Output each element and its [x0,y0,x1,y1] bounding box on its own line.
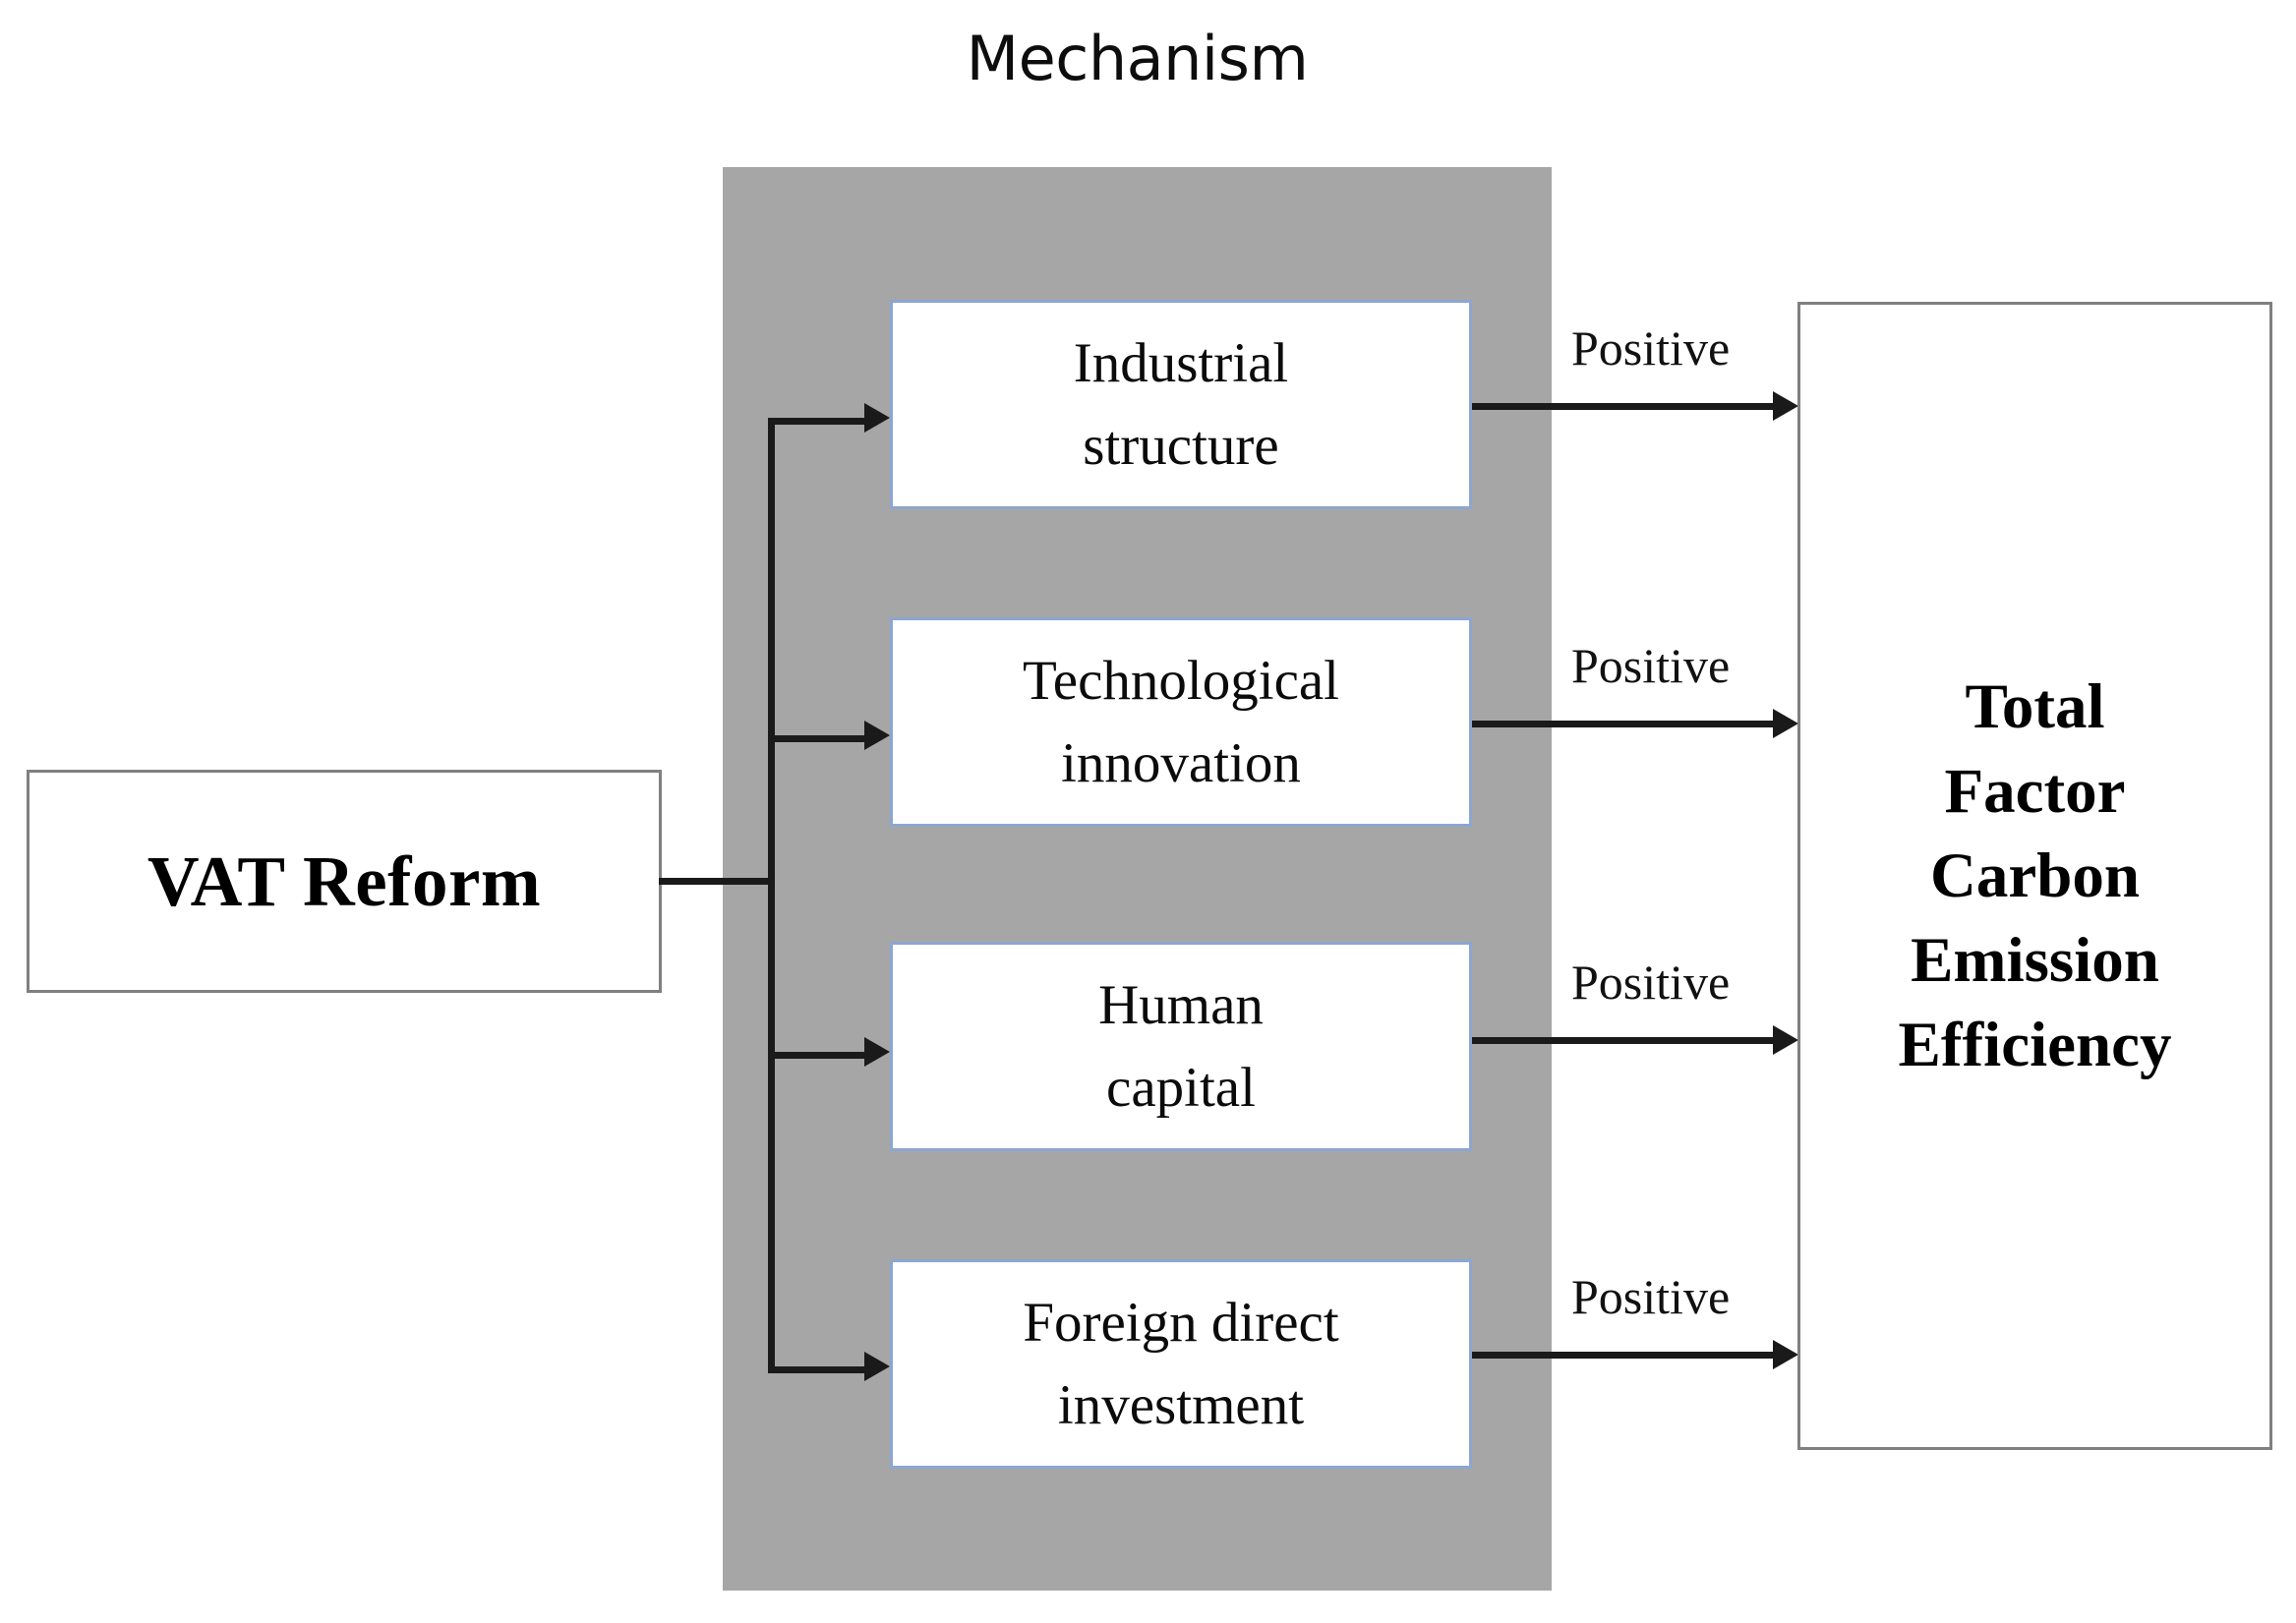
arrowhead-icon-human-capital [864,1037,890,1067]
connector-branch-industrial-structure [768,418,866,425]
node-industrial-structure-line1: Industrial [1073,331,1289,394]
connector-branch-human-capital [768,1052,866,1059]
node-outcome-line2: Factor [1944,756,2126,827]
arrowhead-icon-foreign-direct-investment [864,1352,890,1381]
arrowhead-icon-outcome-2 [1773,709,1798,738]
connector-branch-technological-innovation [768,735,866,742]
node-total-factor-carbon-emission-efficiency: Total Factor Carbon Emission Efficiency [1797,302,2272,1450]
arrowhead-icon-outcome-3 [1773,1025,1798,1055]
node-human-capital-line1: Human [1098,973,1264,1036]
connector-branch-foreign-direct-investment [768,1366,866,1373]
node-industrial-structure: Industrial structure [890,300,1472,509]
node-technological-innovation-line2: innovation [1061,731,1301,794]
node-human-capital-line2: capital [1106,1056,1256,1119]
connector-technological-innovation-to-outcome [1472,721,1779,727]
node-industrial-structure-line2: structure [1083,414,1279,477]
node-foreign-direct-investment-line1: Foreign direct [1023,1291,1339,1354]
connector-human-capital-to-outcome [1472,1037,1779,1044]
arrowhead-icon-outcome-1 [1773,391,1798,421]
edge-label-technological-innovation: Positive [1571,638,1731,693]
edge-label-industrial-structure: Positive [1571,320,1731,376]
node-outcome-line5: Efficiency [1898,1010,2172,1080]
node-technological-innovation: Technological innovation [890,617,1472,827]
arrowhead-icon-technological-innovation [864,721,890,750]
node-foreign-direct-investment-line2: investment [1057,1373,1305,1436]
node-vat-reform-label: VAT Reform [147,840,542,921]
node-outcome-line4: Emission [1911,925,2159,996]
edge-label-foreign-direct-investment: Positive [1571,1269,1731,1324]
edge-label-human-capital: Positive [1571,955,1731,1010]
node-vat-reform: VAT Reform [27,770,662,993]
node-foreign-direct-investment: Foreign direct investment [890,1259,1472,1469]
connector-industrial-structure-to-outcome [1472,403,1779,410]
connector-foreign-direct-investment-to-outcome [1472,1352,1779,1359]
connector-trunk [768,418,775,1369]
arrowhead-icon-outcome-4 [1773,1340,1798,1369]
node-outcome-line1: Total [1965,671,2105,742]
arrowhead-icon-industrial-structure [864,403,890,433]
node-human-capital: Human capital [890,942,1472,1151]
node-technological-innovation-line1: Technological [1022,649,1340,712]
connector-vat-to-trunk [659,878,775,885]
page-title: Mechanism [966,23,1309,94]
node-outcome-line3: Carbon [1929,840,2141,911]
